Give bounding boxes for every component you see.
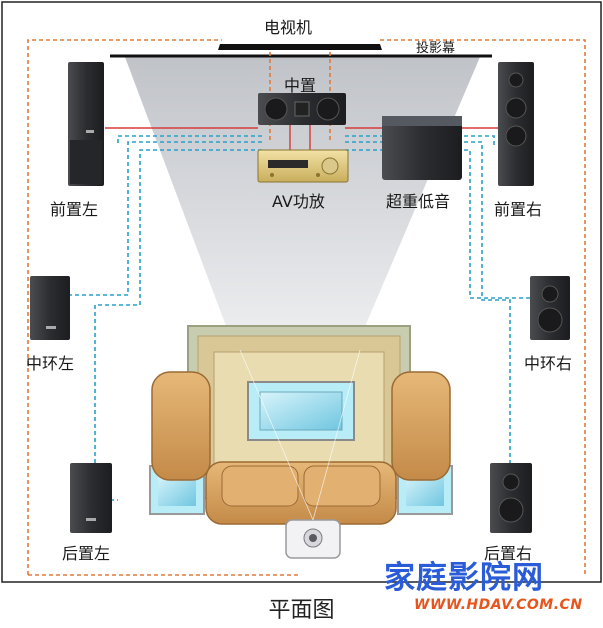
front-left-speaker [68, 62, 104, 186]
coffee-table [247, 381, 355, 441]
subwoofer [382, 116, 462, 180]
center-speaker [258, 93, 346, 125]
rear-left-speaker [70, 463, 112, 533]
projector-rays [239, 349, 361, 521]
screen-label: 投影幕 [416, 41, 456, 56]
subwoofer-label: 超重低音 [386, 192, 451, 211]
front-right-speaker [498, 62, 534, 186]
mid-left-label: 中环左 [26, 354, 75, 373]
orange-cable-right [380, 39, 586, 575]
watermark-url: WWW.HDAV.COM.CN [414, 597, 583, 613]
tv-label: 电视机 [264, 18, 313, 37]
center-label: 中置 [284, 76, 317, 95]
plan-title: 平面图 [268, 598, 335, 623]
orange-cable-left [27, 39, 222, 575]
front-left-label: 前置左 [50, 200, 99, 219]
amp-label: AV功放 [272, 192, 325, 211]
blue-cable-left-mid [70, 141, 262, 296]
room-border [1, 1, 602, 583]
rear-left-label: 后置左 [62, 544, 111, 563]
rear-right-speaker [490, 463, 532, 533]
blue-cable-left-front [117, 135, 262, 145]
watermark-title: 家庭影院网 [384, 560, 544, 596]
projector [285, 519, 341, 559]
tv-set [218, 44, 382, 50]
rear-right-label: 后置右 [484, 544, 533, 563]
mid-left-speaker [30, 276, 70, 340]
mid-right-speaker [530, 276, 570, 340]
mid-right-label: 中环右 [524, 354, 573, 373]
av-amplifier [257, 149, 349, 183]
front-right-label: 前置右 [494, 200, 543, 219]
blue-cable-right-mid [345, 149, 530, 299]
